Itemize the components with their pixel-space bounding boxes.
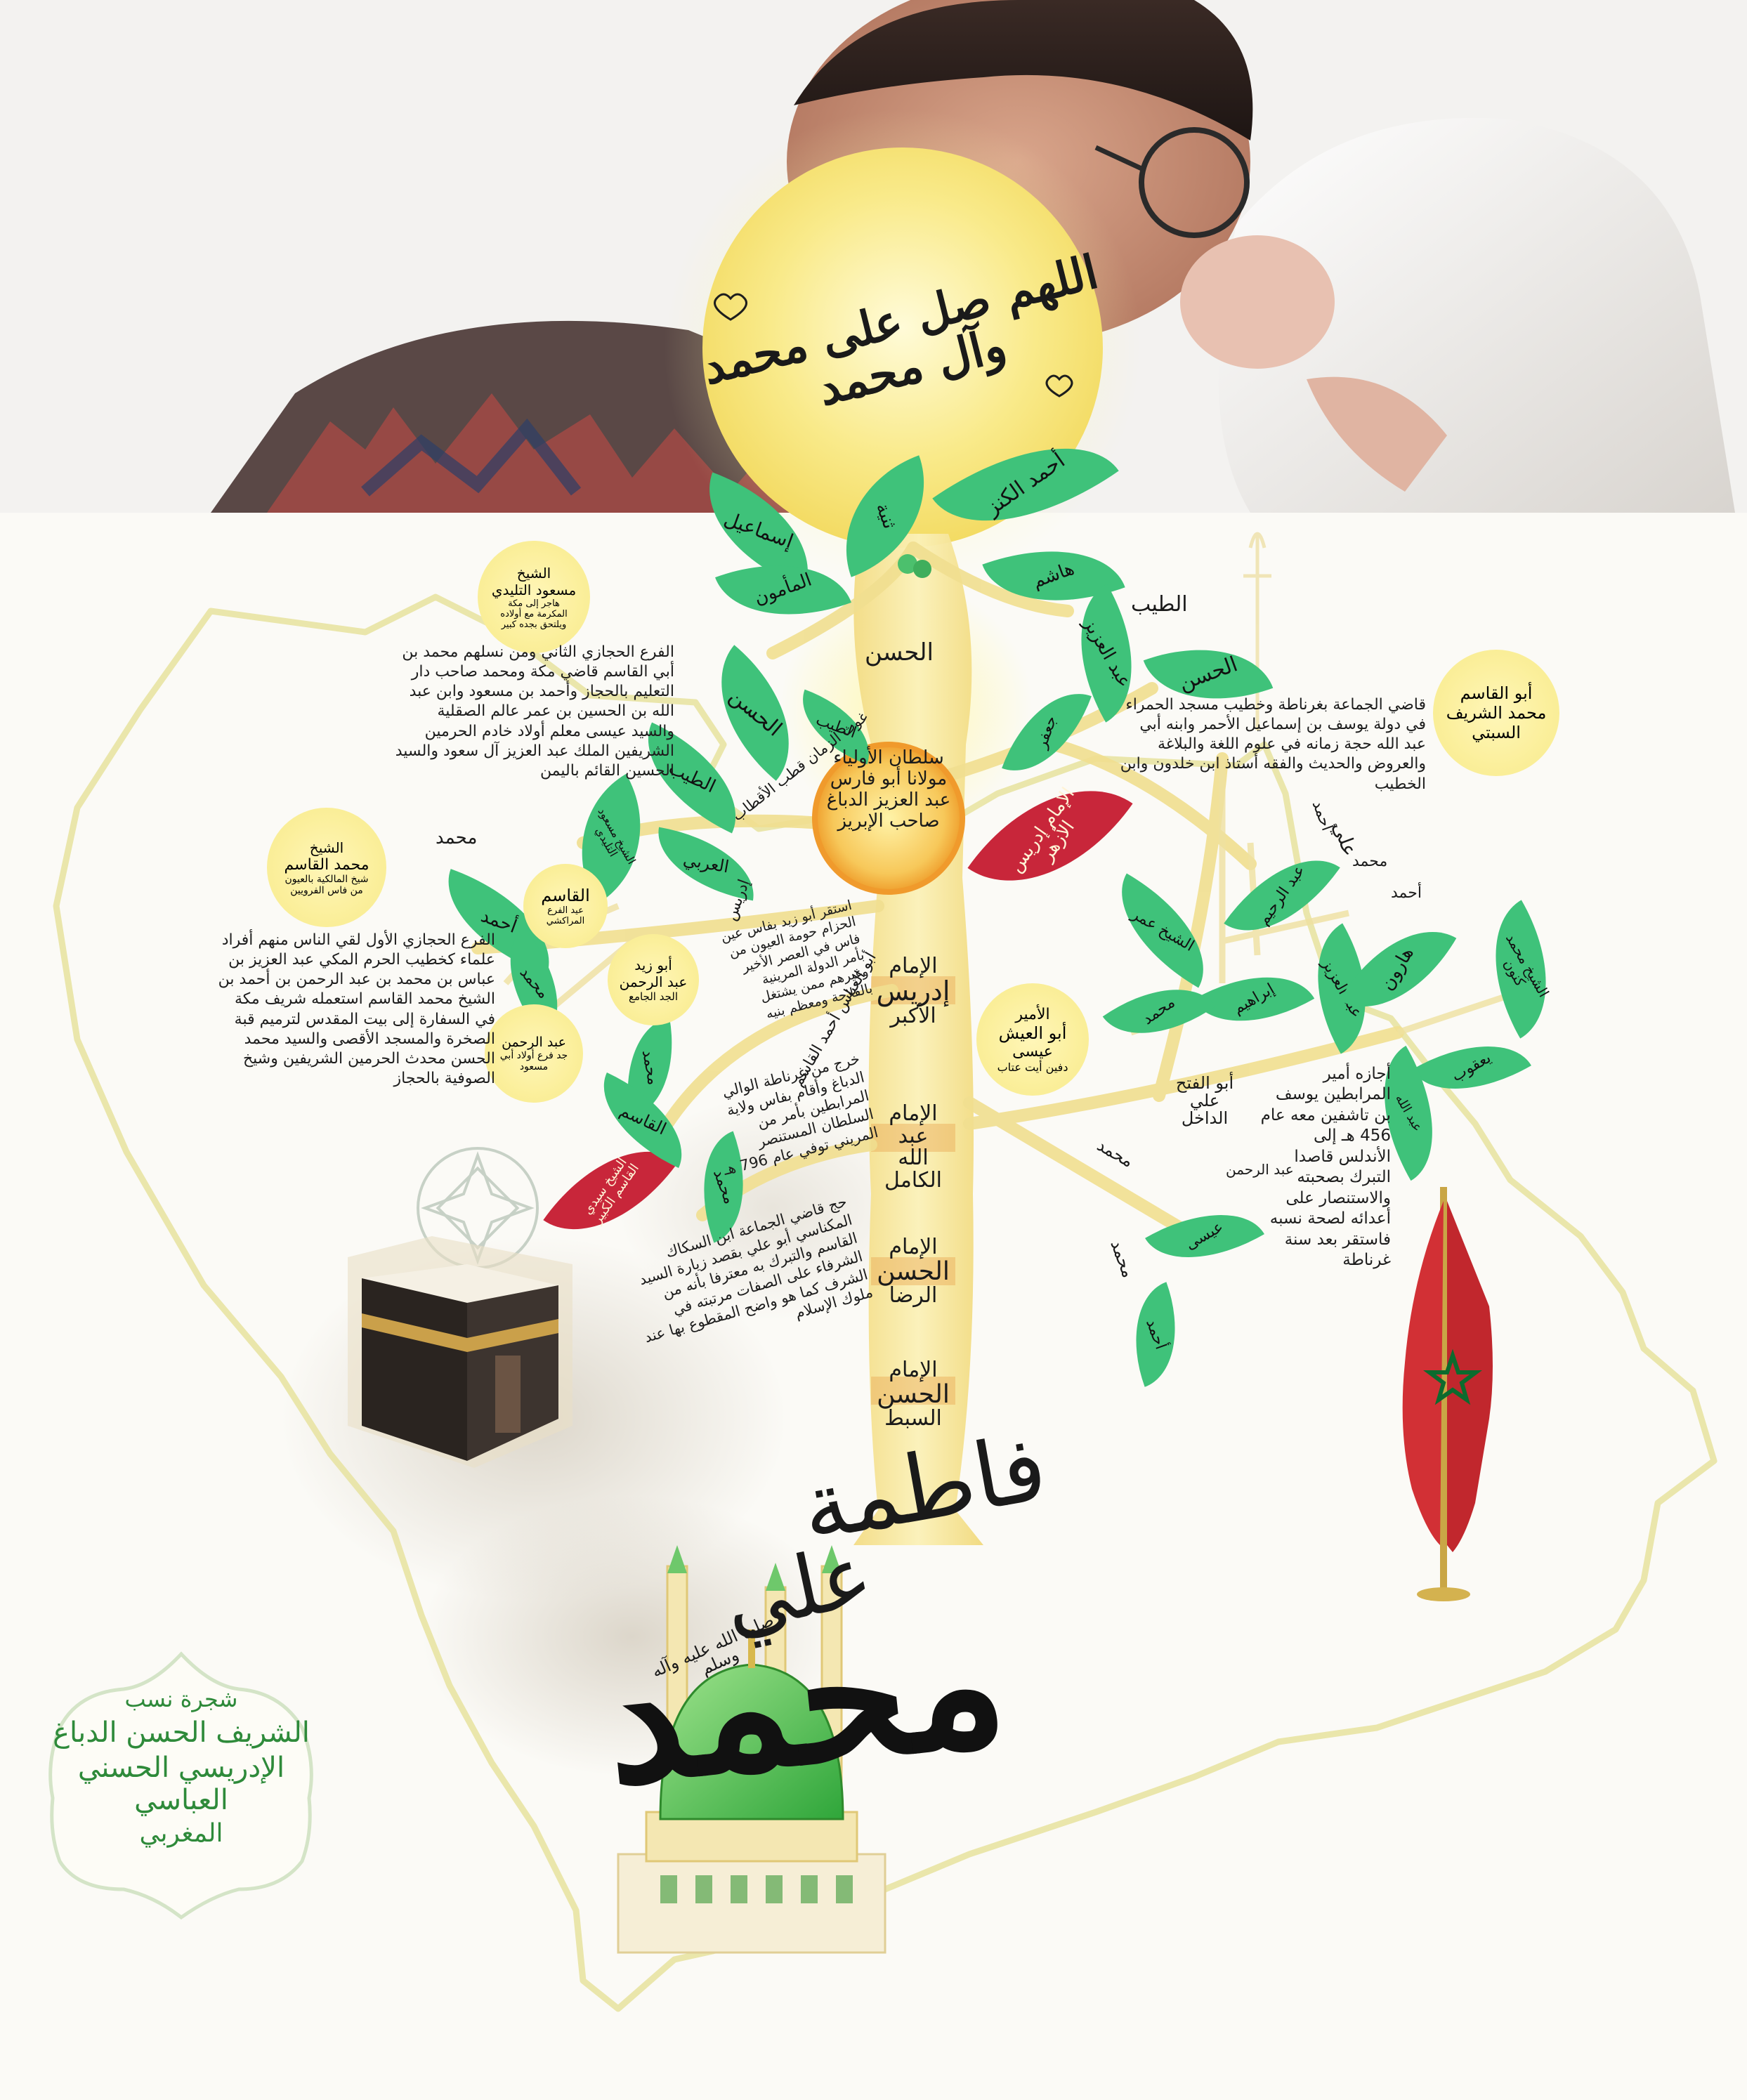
para-hijazi-first: الفرع الحجازي الأول لقي الناس منهم أفراد… bbox=[218, 931, 495, 1088]
title-line-2: الشريف الحسن الدباغ bbox=[53, 1717, 310, 1749]
trunk-name-line: الحسن bbox=[877, 1256, 950, 1286]
sultan-line: صاحب الإبريز bbox=[837, 810, 940, 832]
label-muhammad-r1: محمد bbox=[1352, 853, 1388, 870]
trunk-name-line: الإمام bbox=[889, 954, 938, 978]
trunk-name-line: الإمام bbox=[889, 1101, 938, 1126]
trunk-name-line: الحسن bbox=[877, 1379, 950, 1409]
salawat-sun bbox=[702, 147, 1103, 548]
title-frame bbox=[48, 1651, 313, 1920]
circle-sub: جد فرع أولاد أبي مسعود bbox=[499, 1050, 568, 1072]
circle-line: مسعود التليدي bbox=[491, 581, 577, 598]
leaf-label: الشيخ مسعود التليدي bbox=[592, 805, 639, 867]
circle-line: عيسى bbox=[1012, 1042, 1053, 1061]
sultan-circle bbox=[812, 742, 965, 895]
trunk-name-line: عبد bbox=[898, 1123, 929, 1148]
trunk-hasan-top: الحسن bbox=[865, 638, 934, 667]
label-abd-rahman-r: عبد الرحمن bbox=[1226, 1161, 1294, 1178]
leaf-label: الحسن bbox=[1175, 652, 1241, 696]
title-line-1: شجرة نسب bbox=[124, 1686, 238, 1712]
trunk-name-line: إدريس bbox=[876, 975, 950, 1006]
label-tayyib-right: الطيب bbox=[1131, 592, 1188, 617]
sultan-line: مولانا أبو فارس bbox=[830, 768, 948, 789]
trunk-name-line: الإمام bbox=[889, 1358, 938, 1382]
title-line-4: المغربي bbox=[139, 1819, 223, 1848]
leaf-label: ثنية bbox=[871, 500, 901, 532]
leaf-label: أحمد bbox=[1141, 1317, 1170, 1352]
para-murabitun: أجازه أمير المرابطين يوسف بن تاشفين معه … bbox=[1260, 1065, 1391, 1269]
title-card: شجرة نسب الشريف الحسن الدباغ الإدريسي ال… bbox=[48, 1658, 315, 1848]
trunk-name-4: الإمام الحسن السبط bbox=[871, 1359, 955, 1430]
circle-line: الشيخ bbox=[516, 564, 551, 582]
leaf-label: هاشم bbox=[1030, 558, 1078, 593]
trunk-name-line: الأكبر bbox=[890, 1004, 936, 1029]
para-hijazi-second: الفرع الحجازي الثاني ومن نسلهم محمد بن أ… bbox=[395, 643, 674, 780]
circle-line: الشيخ bbox=[309, 839, 344, 856]
sultan-line: عبد العزيز الدباغ bbox=[826, 789, 951, 811]
circle-line: أبو زيد bbox=[634, 957, 672, 973]
calligraphy-muhammad: محمد bbox=[594, 1576, 1015, 1825]
circle-line: عبد الرحمن bbox=[502, 1035, 566, 1050]
star-pentagram-icon bbox=[1423, 1348, 1482, 1405]
label-ahmad-r2: أحمد bbox=[1391, 884, 1422, 902]
trunk-name-line: الله bbox=[898, 1146, 929, 1170]
circle-sub: شيخ المالكية بالعيون من فاس الفرويين bbox=[284, 873, 369, 896]
label-abu-fath: أبو الفتح علي الداخل bbox=[1175, 1073, 1234, 1129]
circle-line: محمد الشريف bbox=[1446, 703, 1547, 723]
circle-abul-aish: الأمير أبو العيش عيسى دفين أيت عتاب bbox=[976, 983, 1089, 1096]
trunk-name-1: الإمام إدريس الأكبر bbox=[871, 955, 955, 1028]
trunk-name-line: الإمام bbox=[889, 1235, 938, 1259]
trunk-name-line: الرضا bbox=[889, 1283, 938, 1308]
circle-line: السبتي bbox=[1472, 723, 1521, 742]
circle-qasim: القاسم عيد الفرع المراكشي bbox=[523, 864, 608, 948]
trunk-name-line: الكامل bbox=[884, 1167, 942, 1193]
sultan-text: سلطان الأولياء مولانا أبو فارس عبد العزي… bbox=[815, 747, 962, 832]
label-muhammad-left: محمد bbox=[436, 827, 478, 848]
circle-line: الأمير bbox=[1015, 1005, 1050, 1023]
heart-icon bbox=[1045, 374, 1073, 398]
circle-line: أبو العيش bbox=[998, 1023, 1067, 1043]
circle-sub: دفين أيت عتاب bbox=[997, 1060, 1068, 1074]
circle-abd-rahman: عبد الرحمن جد فرع أولاد أبي مسعود bbox=[485, 1004, 583, 1103]
morocco-flag-icon bbox=[1402, 1187, 1493, 1601]
circle-abul-qasim: أبو القاسم محمد الشريف السبتي bbox=[1433, 650, 1559, 776]
heart-icon bbox=[714, 293, 747, 321]
circle-sub: هاجر إلى مكة المكرمة مع أولاده ويلتحق بج… bbox=[500, 598, 568, 630]
circle-abu-zayd: أبو زيد عبد الرحمن الجد الجامع bbox=[608, 934, 699, 1025]
circle-line: محمد القاسم bbox=[284, 855, 369, 874]
para-qadi-granada: قاضي الجماعة بغرناطة وخطيب مسجد الحمراء … bbox=[1120, 696, 1426, 793]
trunk-name-line: السبط bbox=[884, 1406, 942, 1431]
title-line-3: الإدريسي الحسني العباسي bbox=[77, 1752, 285, 1816]
prophets-mosque-dome-icon bbox=[617, 1545, 886, 1954]
circle-line: القاسم bbox=[541, 886, 590, 905]
kaaba-icon bbox=[348, 1236, 572, 1468]
circle-line: عبد الرحمن bbox=[619, 973, 688, 990]
trunk-name-2: الإمام عبد الله الكامل bbox=[871, 1103, 955, 1191]
circle-muhammad-qasim: الشيخ محمد القاسم شيخ المالكية بالعيون م… bbox=[267, 808, 386, 927]
circle-line: أبو القاسم bbox=[1460, 683, 1533, 703]
circle-masud: الشيخ مسعود التليدي هاجر إلى مكة المكرمة… bbox=[478, 541, 590, 653]
circle-sub: الجد الجامع bbox=[628, 990, 679, 1003]
trunk-name-3: الإمام الحسن الرضا bbox=[871, 1236, 955, 1307]
circle-sub: عيد الفرع المراكشي bbox=[546, 905, 585, 926]
leaf-label: المأمون bbox=[751, 569, 815, 610]
sultan-line: سلطان الأولياء bbox=[833, 747, 944, 768]
